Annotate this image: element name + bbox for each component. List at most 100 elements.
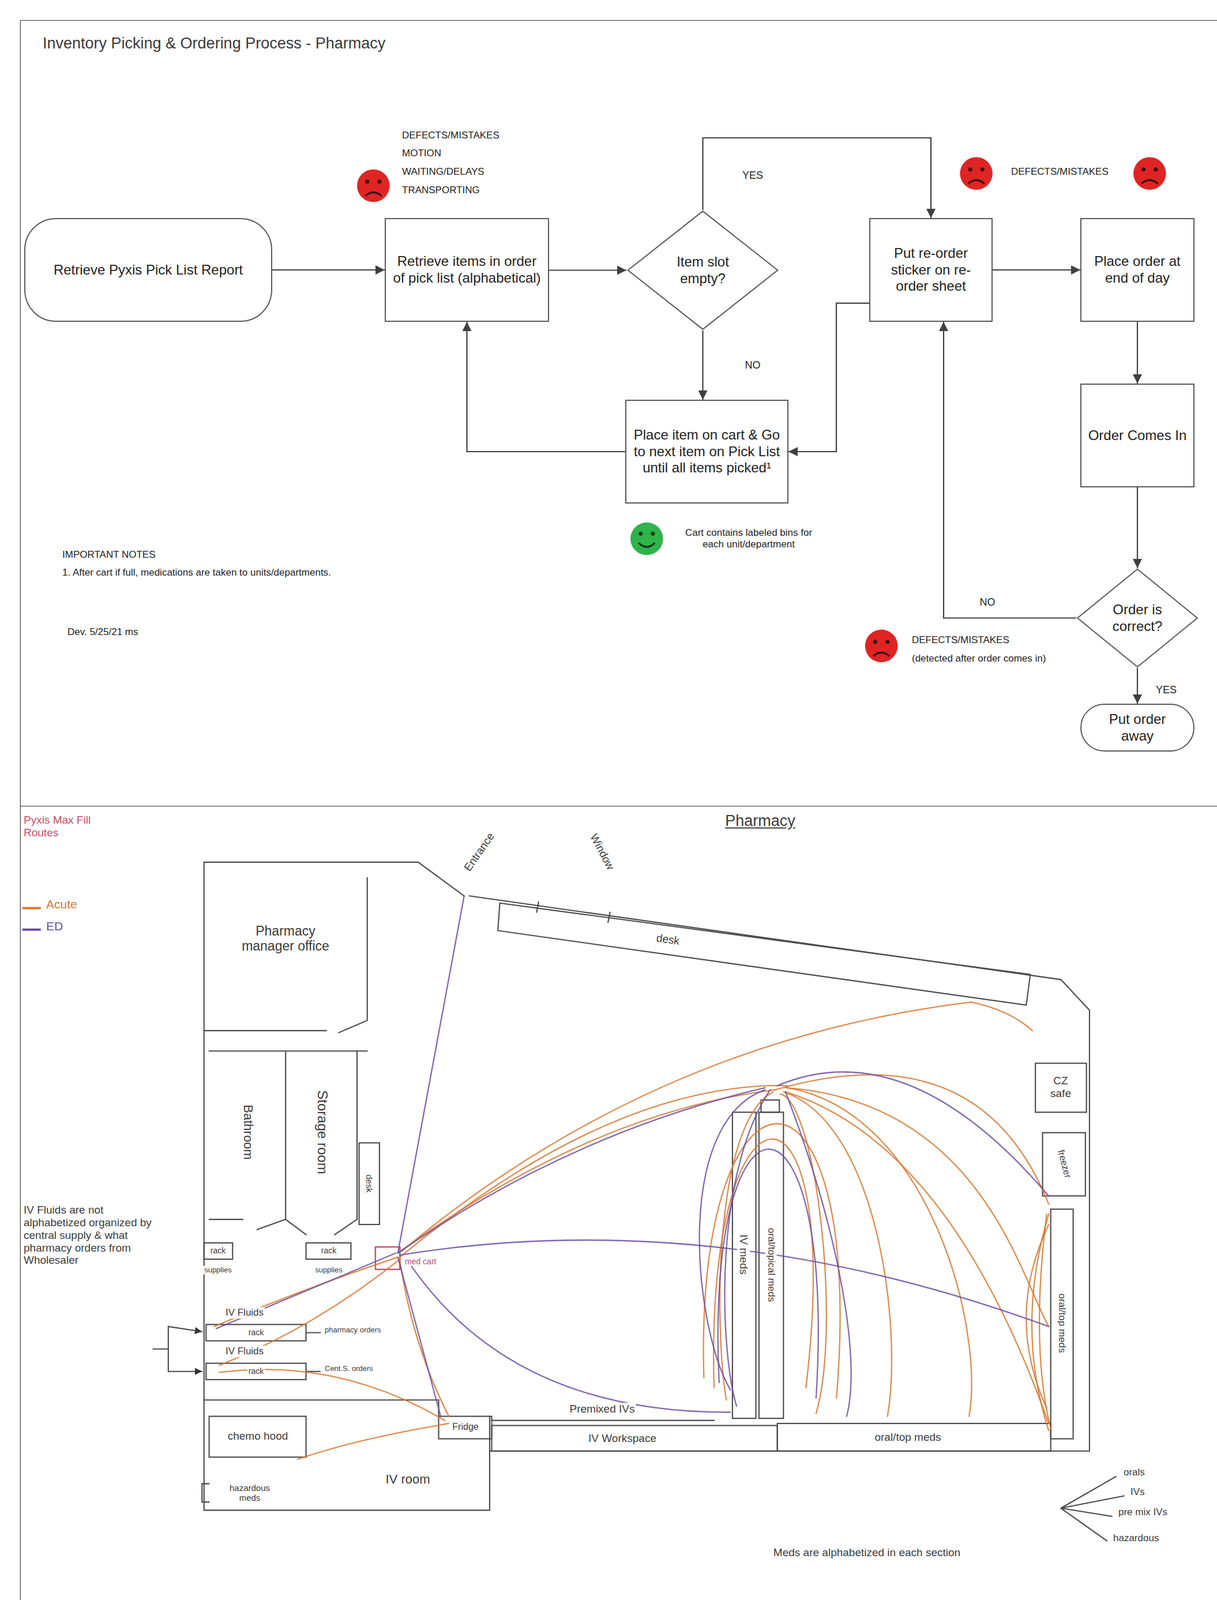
plan-label: Premixed IVs xyxy=(568,1402,637,1416)
legend-text: Acute xyxy=(44,897,79,912)
note-text: Dev. 5/25/21 ms xyxy=(66,626,140,638)
decision-diamond: Item slot empty? xyxy=(626,209,780,331)
note-text: WAITING/DELAYS xyxy=(400,166,486,178)
node-text: Order is correct? xyxy=(1103,601,1173,636)
node-text: Retrieve Pyxis Pick List Report xyxy=(39,261,258,279)
plan-label: Pharmacy manager office xyxy=(238,923,333,954)
frown-icon xyxy=(959,156,993,190)
plan-label: pre mix IVs xyxy=(1117,1506,1169,1519)
plan-label: IV Fluids are not alphabetized organized… xyxy=(22,1203,163,1267)
legend-line xyxy=(22,907,41,910)
diamond-shape xyxy=(628,211,779,330)
plan-label: IV Fluids xyxy=(224,1345,265,1358)
plan-label: Window xyxy=(587,830,618,873)
process-box: Put re-order sticker on re-order sheet xyxy=(869,218,993,322)
plan-label: Storage room xyxy=(314,1088,331,1175)
plan-label: rack xyxy=(247,1366,265,1376)
process-box: Place order at end of day xyxy=(1080,218,1195,322)
node-text: Put re-order sticker on re-order sheet xyxy=(876,245,986,295)
edge-label: YES xyxy=(741,169,765,182)
plan-label: Entrance xyxy=(460,829,498,875)
connector-arrow xyxy=(701,330,704,400)
connector-arrow xyxy=(467,321,626,452)
plan-label: IV Fluids xyxy=(224,1306,265,1319)
plan-label: oral/topical meds xyxy=(765,1226,777,1304)
process-box: Place item on cart & Go to next item on … xyxy=(625,399,789,504)
plan-label: chemo hood xyxy=(226,1429,290,1443)
frown-icon xyxy=(357,169,390,203)
edge-label: YES xyxy=(1154,684,1178,697)
plan-label: desk xyxy=(654,931,682,948)
note-text: IMPORTANT NOTES xyxy=(61,549,157,561)
plan-label: desk xyxy=(363,1173,374,1194)
connector-arrow xyxy=(992,269,1081,271)
legend-text: ED xyxy=(44,919,65,934)
note-text: 1. After cart if full, medications are t… xyxy=(61,566,333,579)
note-text: TRANSPORTING xyxy=(400,184,482,197)
floor-plan xyxy=(152,862,1125,1541)
connector-arrow xyxy=(549,269,627,271)
edge-label: NO xyxy=(978,596,997,609)
process-box: Retrieve items in order of pick list (al… xyxy=(384,218,550,322)
plan-label: orals xyxy=(1122,1466,1147,1479)
decision-diamond: Order is correct? xyxy=(1076,568,1199,668)
plan-label: rack xyxy=(320,1245,338,1256)
plan-label: freezer xyxy=(1054,1147,1074,1181)
frame xyxy=(20,20,1217,1600)
connector-arrow xyxy=(943,321,1077,619)
terminal-box: Put order away xyxy=(1080,703,1195,752)
note-text: DEFECTS/MISTAKES xyxy=(1009,166,1110,178)
plan-label: rack xyxy=(209,1245,227,1256)
connector-arrow xyxy=(1136,667,1138,704)
plan-label: Cent.S. orders xyxy=(323,1364,375,1374)
plan-label: supplies xyxy=(203,1266,234,1275)
edge-label: NO xyxy=(744,359,762,372)
node-text: Place item on cart & Go to next item on … xyxy=(632,426,782,477)
plan-label: IV meds xyxy=(737,1233,750,1276)
frown-icon xyxy=(1133,156,1167,190)
plan-label: pharmacy orders xyxy=(323,1326,383,1335)
plan-label: IVs xyxy=(1129,1486,1147,1498)
frame-divider xyxy=(20,805,1217,807)
note-text: Cart contains labeled bins for each unit… xyxy=(675,527,822,550)
ed-routes xyxy=(216,895,1049,1416)
connector-arrow xyxy=(1136,487,1138,569)
plan-label: med cart xyxy=(403,1256,438,1267)
note-text: MOTION xyxy=(400,147,443,160)
note-text: DEFECTS/MISTAKES xyxy=(910,634,1011,646)
connector-arrow xyxy=(703,137,932,219)
terminal-box: Retrieve Pyxis Pick List Report xyxy=(24,218,273,322)
plan-label: hazardous meds xyxy=(218,1482,282,1504)
node-text: Order Comes In xyxy=(1087,427,1188,445)
plan-label: supplies xyxy=(313,1266,344,1275)
node-text: Place order at end of day xyxy=(1087,253,1188,287)
diamond-shape xyxy=(1077,569,1198,668)
legend-line xyxy=(22,928,41,931)
node-text: Retrieve items in order of pick list (al… xyxy=(391,253,543,287)
diagram-title: Inventory Picking & Ordering Process - P… xyxy=(42,34,386,53)
node-text: Item slot empty? xyxy=(659,253,746,288)
note-text: (detected after order comes in) xyxy=(910,652,1047,665)
frown-icon xyxy=(865,629,899,663)
process-box: Order Comes In xyxy=(1080,383,1195,488)
plan-label: Pyxis Max Fill Routes xyxy=(22,813,99,840)
plan-label: IV Workspace xyxy=(587,1432,658,1445)
plan-label: Meds are alphabetized in each section xyxy=(763,1546,971,1560)
plan-label: IV room xyxy=(381,1471,435,1487)
connector-arrow xyxy=(272,269,385,271)
acute-routes xyxy=(213,1001,1051,1460)
connector-arrow xyxy=(1136,321,1138,384)
plan-label: Bathroom xyxy=(240,1103,255,1161)
node-text: Put order away xyxy=(1092,711,1182,745)
plan-label: hazardous xyxy=(1112,1532,1160,1545)
plan-label: oral/top meds xyxy=(873,1430,942,1444)
plan-label: Pharmacy xyxy=(723,812,797,830)
smiley-icon xyxy=(630,522,664,556)
plan-label: CZ safe xyxy=(1044,1074,1078,1100)
note-text: DEFECTS/MISTAKES xyxy=(400,129,501,142)
plan-label: oral/top meds xyxy=(1056,1292,1068,1355)
plan-label: Fridge xyxy=(451,1421,480,1433)
plan-label: rack xyxy=(247,1327,265,1337)
connector-arrow xyxy=(788,303,870,452)
